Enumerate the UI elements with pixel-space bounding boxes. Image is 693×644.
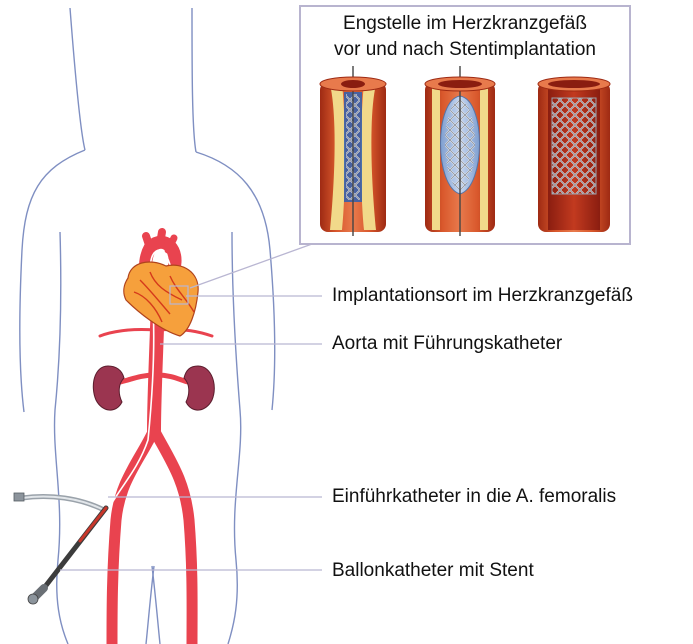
inset-panel-expanded-stent bbox=[538, 77, 610, 232]
label-femoral-sheath: Einführkatheter in die A. femoralis bbox=[332, 486, 616, 508]
label-balloon-catheter: Ballonkatheter mit Stent bbox=[332, 560, 534, 582]
left-kidney bbox=[184, 366, 214, 410]
inset-title-line-2: vor und nach Stentimplantation bbox=[300, 37, 630, 63]
inset-panel-stent-deflated-balloon bbox=[320, 66, 386, 236]
inset-panel-stent-inflated-balloon bbox=[425, 66, 495, 236]
label-aorta-guide-catheter: Aorta mit Führungskatheter bbox=[332, 333, 562, 355]
left-leg-artery bbox=[154, 430, 192, 644]
inset-title-line-1: Engstelle im Herzkranzgefäß bbox=[300, 11, 630, 37]
right-leg-artery bbox=[112, 430, 154, 644]
right-kidney bbox=[93, 366, 124, 410]
heart bbox=[124, 262, 198, 336]
body-outline bbox=[20, 8, 275, 644]
label-implant-site: Implantationsort im Herzkranzgefäß bbox=[332, 285, 633, 307]
